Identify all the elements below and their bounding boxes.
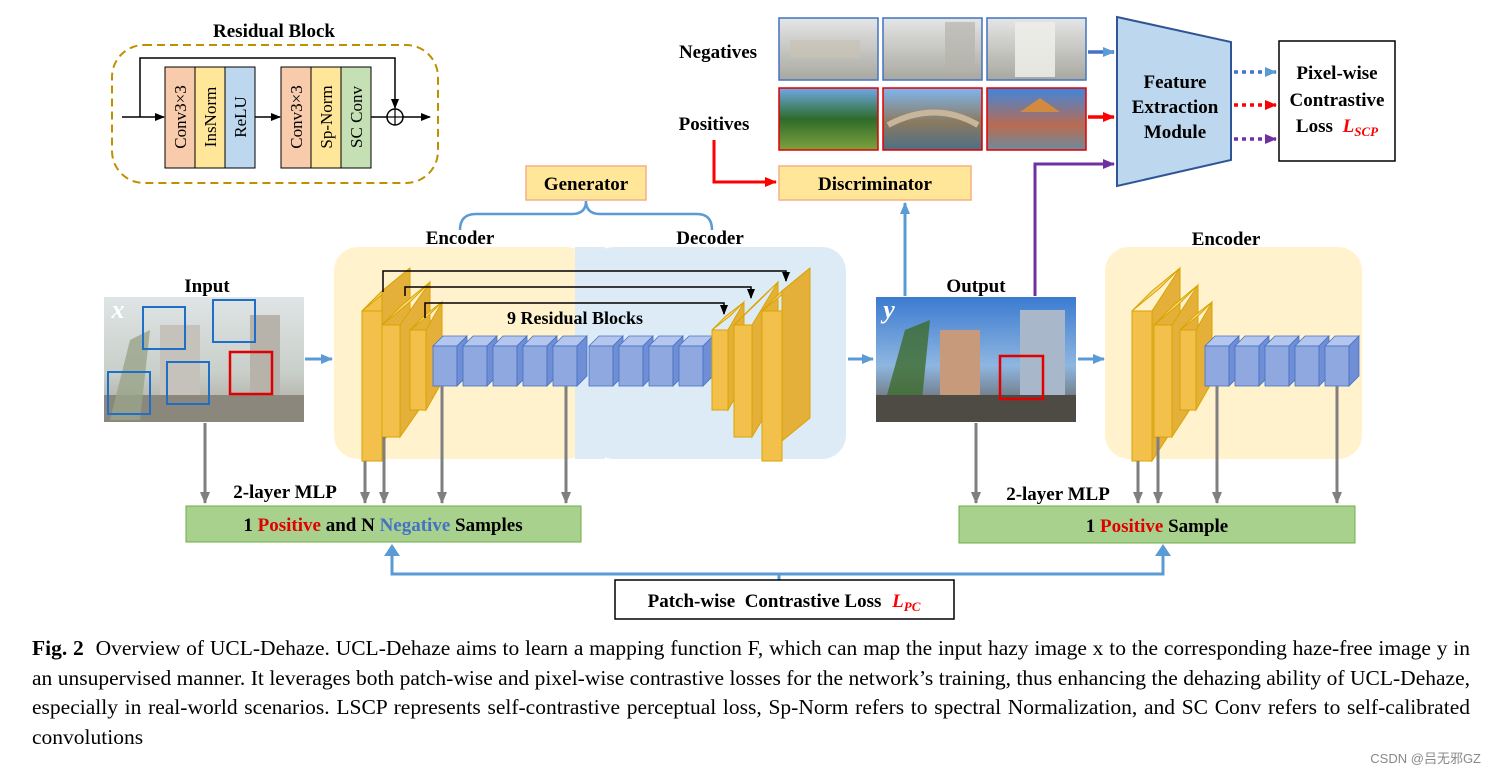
positive-images <box>778 87 1087 151</box>
output-label: Output <box>946 276 1006 297</box>
svg-text:Loss LSCP: Loss LSCP <box>1296 116 1379 139</box>
samples-right-p3: Sample <box>1163 516 1228 537</box>
pixel-loss-symbol: L <box>1342 116 1355 137</box>
residual-block-title: Residual Block <box>213 21 335 42</box>
pixel-loss-line2: Contrastive <box>1290 90 1385 111</box>
svg-text:Patch-wise Contrastive Loss: Patch-wise Contrastive Loss LPC <box>648 591 921 614</box>
samples-left-p3: and N <box>321 515 380 536</box>
caption-text: Overview of UCL-Dehaze. UCL-Dehaze aims … <box>32 636 1471 749</box>
fem-line3: Module <box>1144 122 1206 143</box>
samples-right-box <box>958 505 1356 544</box>
rb-scconv-cell <box>340 66 372 169</box>
patch-loss-box <box>614 579 955 620</box>
samples-left-p1: 1 <box>243 515 257 536</box>
skip-connection <box>139 57 399 117</box>
svg-text:1 Positive and N Negative Samp: 1 Positive and N Negative Samples <box>243 515 522 536</box>
residual-blocks-label: 9 Residual Blocks <box>507 308 643 328</box>
rb-insnorm-cell <box>194 66 226 169</box>
gray-feature-arrows <box>200 386 1342 504</box>
negative-images <box>778 17 1087 81</box>
residual-block-frame <box>111 44 439 184</box>
unet-skip-arrows <box>382 270 790 318</box>
positives-label: Positives <box>679 114 750 135</box>
rb-conv2-label: Conv3×3 <box>287 85 306 148</box>
decoder-feature-maps <box>711 266 811 462</box>
generator-box <box>525 165 647 201</box>
encoder-label: Encoder <box>426 228 495 249</box>
samples-left-negative: Negative <box>380 515 451 536</box>
residual-block-diagram: Residual Block Conv3×3 InsNorm ReLU Conv… <box>111 21 439 184</box>
patch-loss-sub: PC <box>904 599 921 614</box>
samples-left-p5: Samples <box>450 515 522 536</box>
figure-caption: Fig. 2 Overview of UCL-Dehaze. UCL-Dehaz… <box>32 634 1470 752</box>
input-var: x <box>111 295 125 324</box>
discriminator-label: Discriminator <box>818 174 933 195</box>
samples-left-positive: Positive <box>258 515 321 536</box>
residual-cubes <box>432 335 714 387</box>
pixel-loss-box <box>1278 40 1396 162</box>
mlp-left-label: 2-layer MLP <box>233 482 337 503</box>
negatives-label: Negatives <box>679 42 757 63</box>
discriminator-box <box>778 165 972 201</box>
rb-conv1-label: Conv3×3 <box>171 85 190 148</box>
samples-left-box <box>185 505 582 543</box>
feature-extraction-module <box>1116 15 1232 188</box>
architecture-diagram: Residual Block Conv3×3 InsNorm ReLU Conv… <box>104 15 1396 620</box>
rb-spnorm-cell <box>310 66 342 169</box>
encoder-right-feature-maps <box>1131 266 1213 463</box>
watermark: CSDN @吕无邪GZ <box>1370 751 1481 766</box>
generator-brace <box>458 200 714 231</box>
rb-spnorm-label: Sp-Norm <box>317 85 336 148</box>
svg-text:1 Positive Sample: 1 Positive Sample <box>1086 516 1229 537</box>
mlp-right-label: 2-layer MLP <box>1006 484 1110 505</box>
generator-label: Generator <box>544 174 629 195</box>
input-label: Input <box>184 276 230 297</box>
rb-insnorm-label: InsNorm <box>201 87 220 147</box>
output-var: y <box>880 295 895 324</box>
samples-right-positive: Positive <box>1100 516 1163 537</box>
fem-line1: Feature <box>1144 72 1207 93</box>
rb-relu-label: ReLU <box>231 96 250 138</box>
pixel-loss-line1: Pixel-wise <box>1296 63 1377 84</box>
rb-conv2-cell <box>280 66 312 169</box>
samples-right-p1: 1 <box>1086 516 1100 537</box>
patch-loss-label: Patch-wise Contrastive Loss <box>648 591 882 612</box>
figure-number: Fig. 2 <box>32 636 84 660</box>
encoder-right-label: Encoder <box>1192 229 1261 250</box>
patch-loss-connector <box>390 553 1165 576</box>
input-image <box>104 297 304 422</box>
patch-loss-symbol: L <box>891 591 904 612</box>
decoder-label: Decoder <box>676 228 744 249</box>
fem-line2: Extraction <box>1132 97 1219 118</box>
rb-scconv-label: SC Conv <box>347 86 366 148</box>
output-image <box>876 297 1076 422</box>
encoder-feature-maps <box>361 266 443 463</box>
pixel-loss-line3: Loss <box>1296 116 1333 137</box>
encoder-right-cubes <box>1204 335 1360 387</box>
pixel-loss-sub: SCP <box>1354 124 1379 139</box>
